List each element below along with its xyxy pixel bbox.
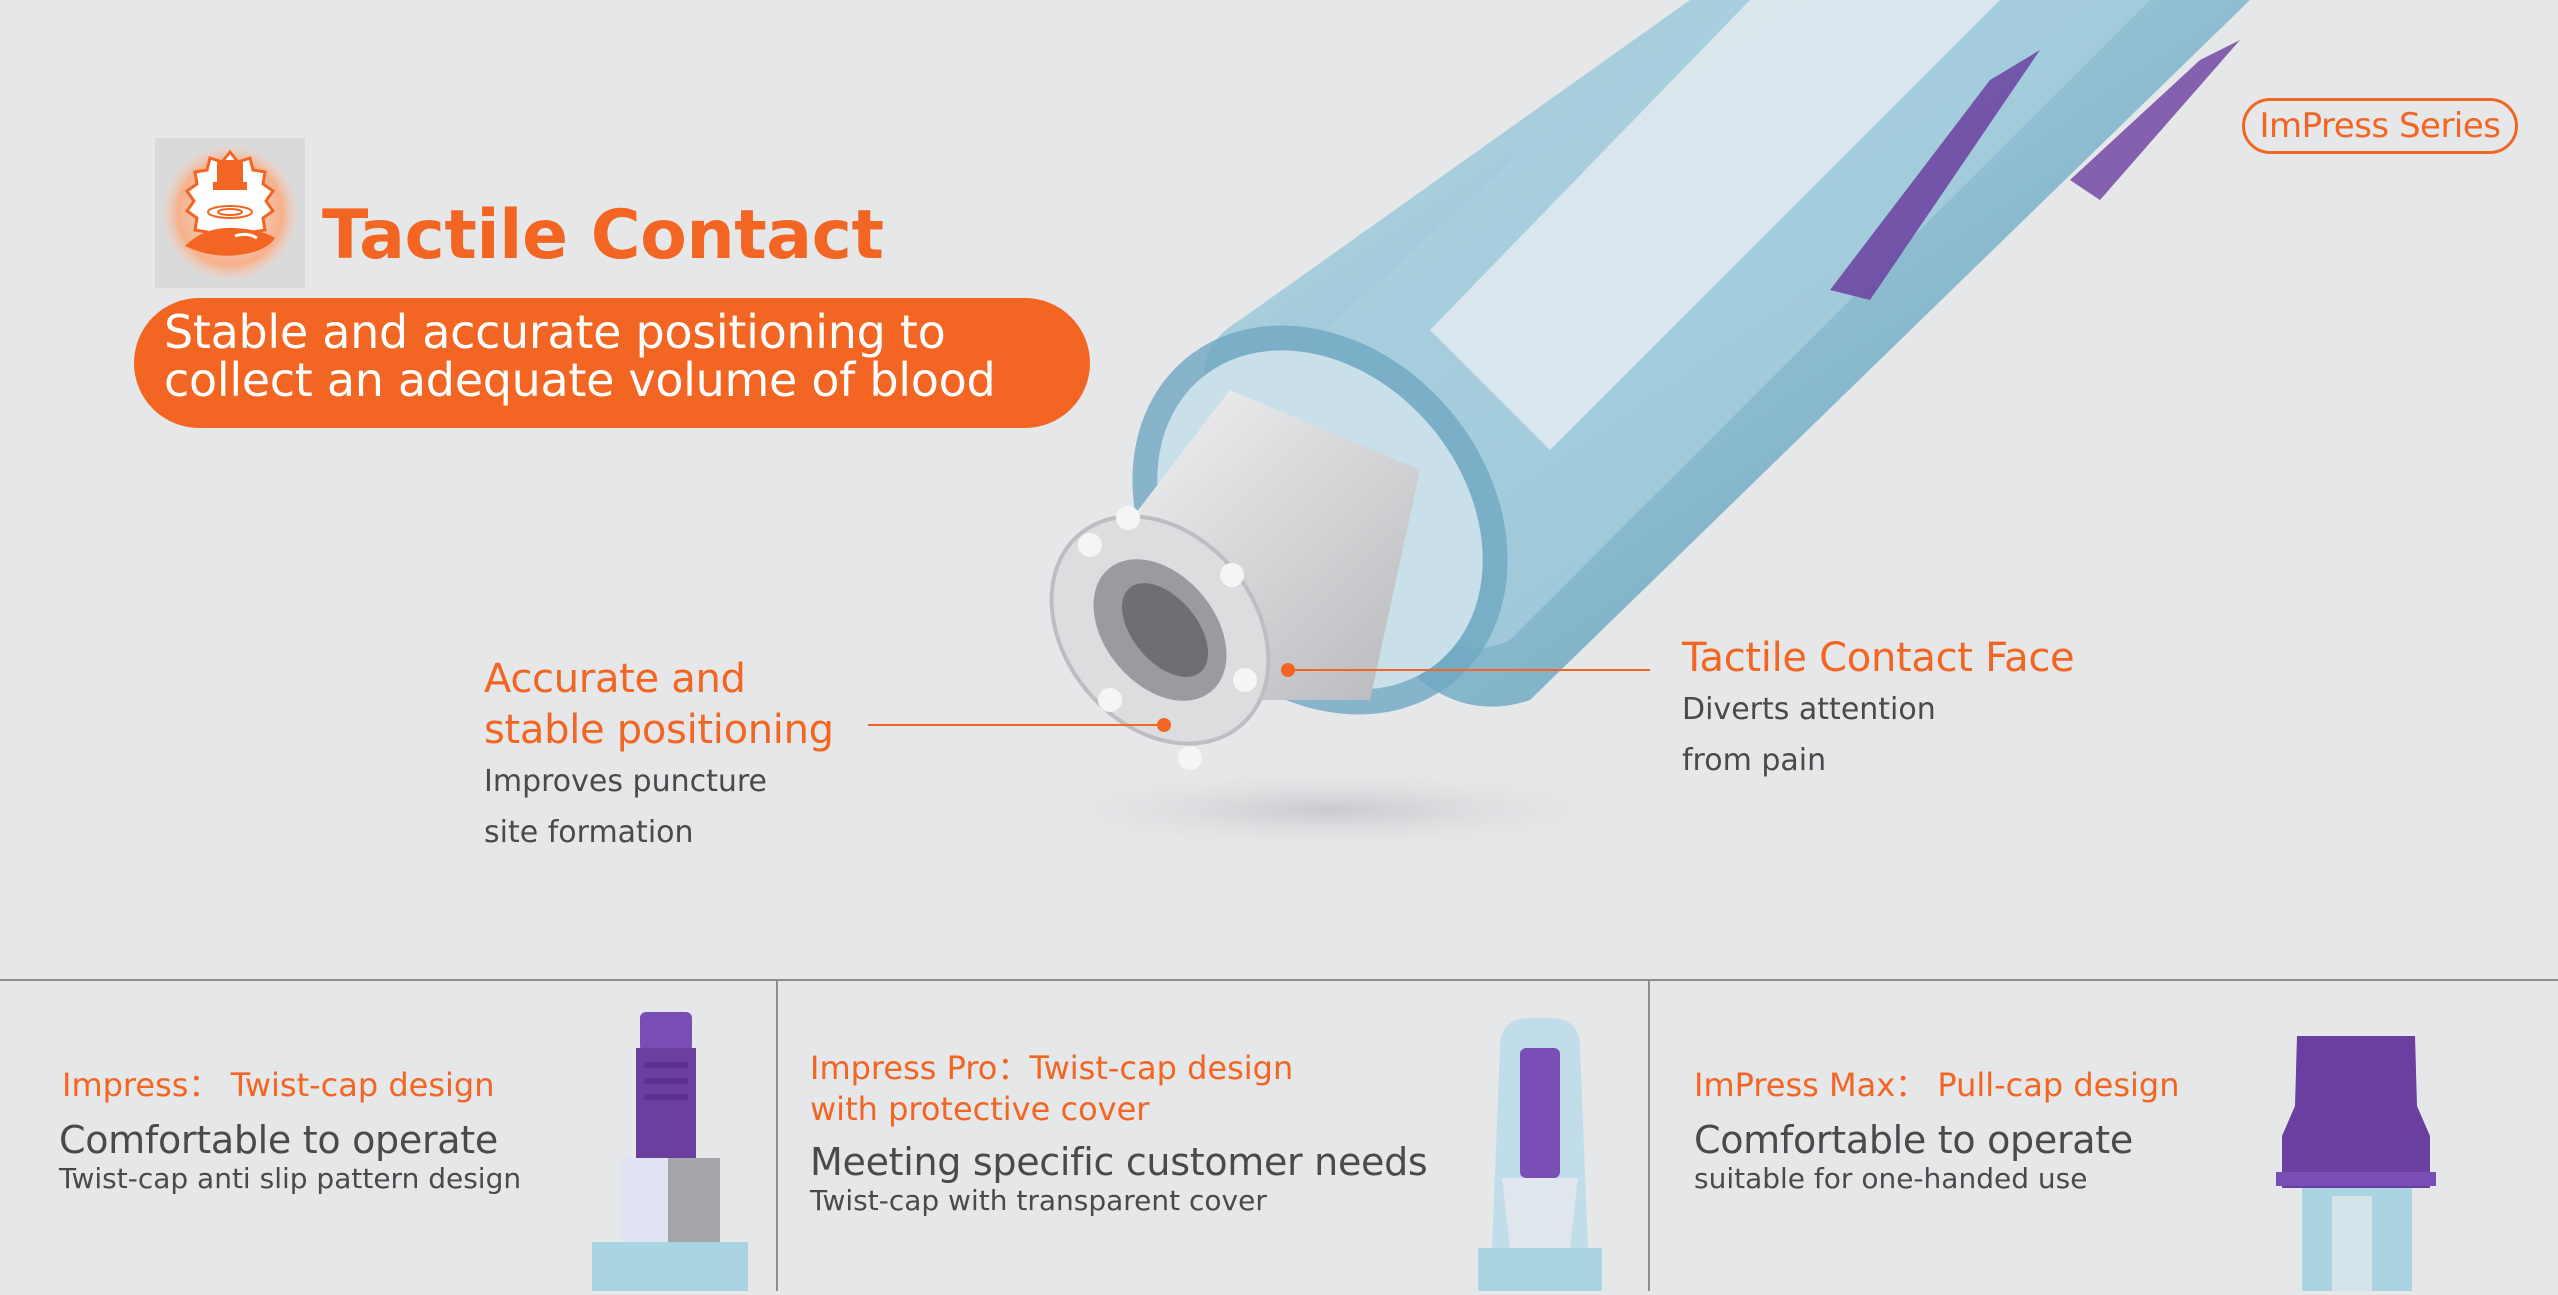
panel-tag: ImPress Max： Pull-cap design bbox=[1694, 1066, 2180, 1104]
callout-title-line-2: stable positioning bbox=[484, 707, 834, 753]
callout-title: Tactile Contact Face bbox=[1682, 635, 2075, 681]
callout-accurate-positioning: Accurate and stable positioning Improves… bbox=[484, 654, 834, 858]
callout-desc-line-1: Diverts attention bbox=[1682, 692, 1936, 727]
panel-impress-pro: Impress Pro：Twist-cap design with protec… bbox=[810, 1048, 1428, 1217]
impress-pro-product-image bbox=[1470, 1018, 1610, 1295]
panel-heading: Comfortable to operate bbox=[1694, 1118, 2133, 1162]
panel-subtext: suitable for one-handed use bbox=[1694, 1162, 2088, 1195]
page-title: Tactile Contact bbox=[322, 196, 884, 275]
callout-desc-line-2: from pain bbox=[1682, 743, 1827, 778]
panel-impress: Impress： Twist-cap design Comfortable to… bbox=[59, 1065, 522, 1195]
panel-tag-line-2: with protective cover bbox=[810, 1090, 1150, 1128]
impress-product-image bbox=[592, 1012, 748, 1295]
impress-max-product-image bbox=[2272, 1036, 2442, 1295]
panel-divider bbox=[776, 980, 778, 1291]
callout-tactile-face: Tactile Contact Face Diverts attention f… bbox=[1682, 633, 2075, 786]
callout-title-line-1: Accurate and bbox=[484, 656, 746, 702]
panel-subtext: Twist-cap with transparent cover bbox=[810, 1184, 1267, 1217]
panel-impress-max: ImPress Max： Pull-cap design Comfortable… bbox=[1694, 1065, 2180, 1195]
subtitle-line-2: collect an adequate volume of blood bbox=[164, 353, 996, 407]
panel-heading: Meeting specific customer needs bbox=[810, 1140, 1428, 1184]
panel-heading: Comfortable to operate bbox=[59, 1118, 498, 1162]
panel-tag-line-1: Impress Pro：Twist-cap design bbox=[810, 1049, 1294, 1087]
section-divider bbox=[0, 979, 2558, 981]
panel-divider bbox=[1648, 980, 1650, 1291]
panel-subtext: Twist-cap anti slip pattern design bbox=[59, 1162, 522, 1195]
subtitle-line-1: Stable and accurate positioning to bbox=[164, 305, 946, 359]
finger-touch-icon bbox=[155, 138, 305, 288]
lancet-device-illustration bbox=[950, 0, 2400, 870]
callout-desc-line-1: Improves puncture bbox=[484, 764, 767, 799]
callout-desc-line-2: site formation bbox=[484, 815, 694, 850]
series-badge: ImPress Series bbox=[2242, 98, 2518, 154]
subtitle-pill: Stable and accurate positioning to colle… bbox=[134, 298, 1090, 428]
panel-tag: Impress： Twist-cap design bbox=[62, 1066, 495, 1104]
